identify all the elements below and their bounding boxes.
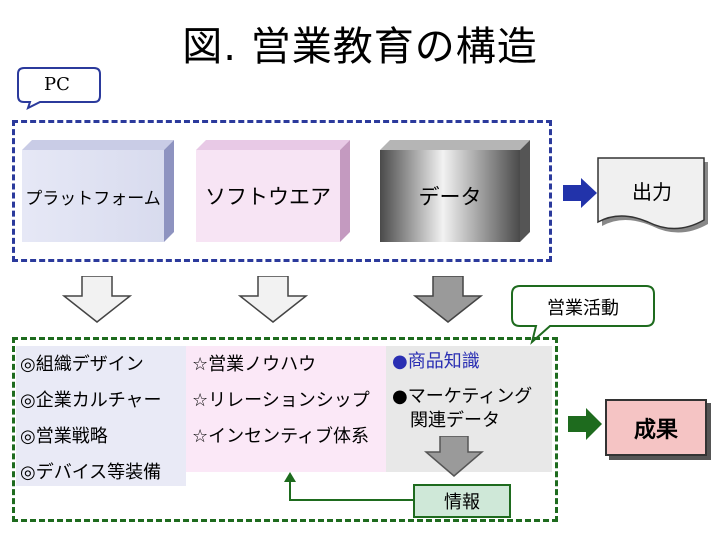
pc-callout: PC	[44, 74, 70, 95]
col2-item: ☆営業ノウハウ	[192, 354, 317, 375]
col2-background	[186, 346, 386, 472]
data-label: データ	[418, 185, 482, 209]
output-document-shape	[597, 157, 708, 233]
arrow-right-icon	[563, 178, 597, 208]
down-arrow-icon	[238, 276, 308, 323]
info-box: 情報	[413, 484, 511, 518]
platform-label: プラットフォーム	[25, 188, 161, 209]
col2-item: ☆リレーションシップ	[192, 390, 370, 411]
pc-group-box	[12, 120, 552, 262]
arrow-right-icon	[568, 408, 602, 440]
col1-background	[16, 346, 186, 486]
data-block-shape	[380, 140, 530, 242]
software-label: ソフトウエア	[205, 185, 331, 209]
down-arrow-icon	[413, 276, 483, 323]
col3-item-marketing-line1: ●マーケティング	[392, 386, 533, 407]
col3-item-product-knowledge: ●商品知識	[392, 351, 480, 372]
sales-group-box	[12, 337, 558, 522]
pc-callout-shape	[17, 67, 101, 110]
col3-item-marketing-line2: 関連データ	[410, 410, 500, 431]
col2-item: ☆インセンティブ体系	[192, 426, 370, 447]
col2-list: ☆営業ノウハウ ☆リレーションシップ ☆インセンティブ体系	[192, 347, 370, 455]
platform-block-shape	[22, 140, 174, 242]
col1-item: ◎デバイス等装備	[20, 462, 162, 483]
sales-callout: 営業活動	[547, 298, 619, 319]
col1-item: ◎組織デザイン	[20, 354, 144, 375]
col3-background	[386, 346, 552, 472]
down-arrow-icon	[424, 436, 484, 477]
sales-callout-shape	[511, 285, 655, 345]
col3-list: ●商品知識 ●マーケティング 関連データ	[392, 347, 532, 433]
page-title: 図. 営業教育の構造	[182, 24, 538, 70]
col3-item-marketing: ●マーケティング 関連データ	[392, 385, 532, 433]
col1-list: ◎組織デザイン ◎企業カルチャー ◎営業戦略 ◎デバイス等装備	[20, 347, 162, 491]
col1-item: ◎企業カルチャー	[20, 390, 162, 411]
software-block-shape	[196, 140, 350, 242]
down-arrow-icon	[62, 276, 132, 323]
col1-item: ◎営業戦略	[20, 426, 108, 447]
result-box: 成果	[605, 399, 707, 456]
feedback-arrow-icon	[284, 472, 413, 501]
output-label: 出力	[632, 180, 672, 204]
